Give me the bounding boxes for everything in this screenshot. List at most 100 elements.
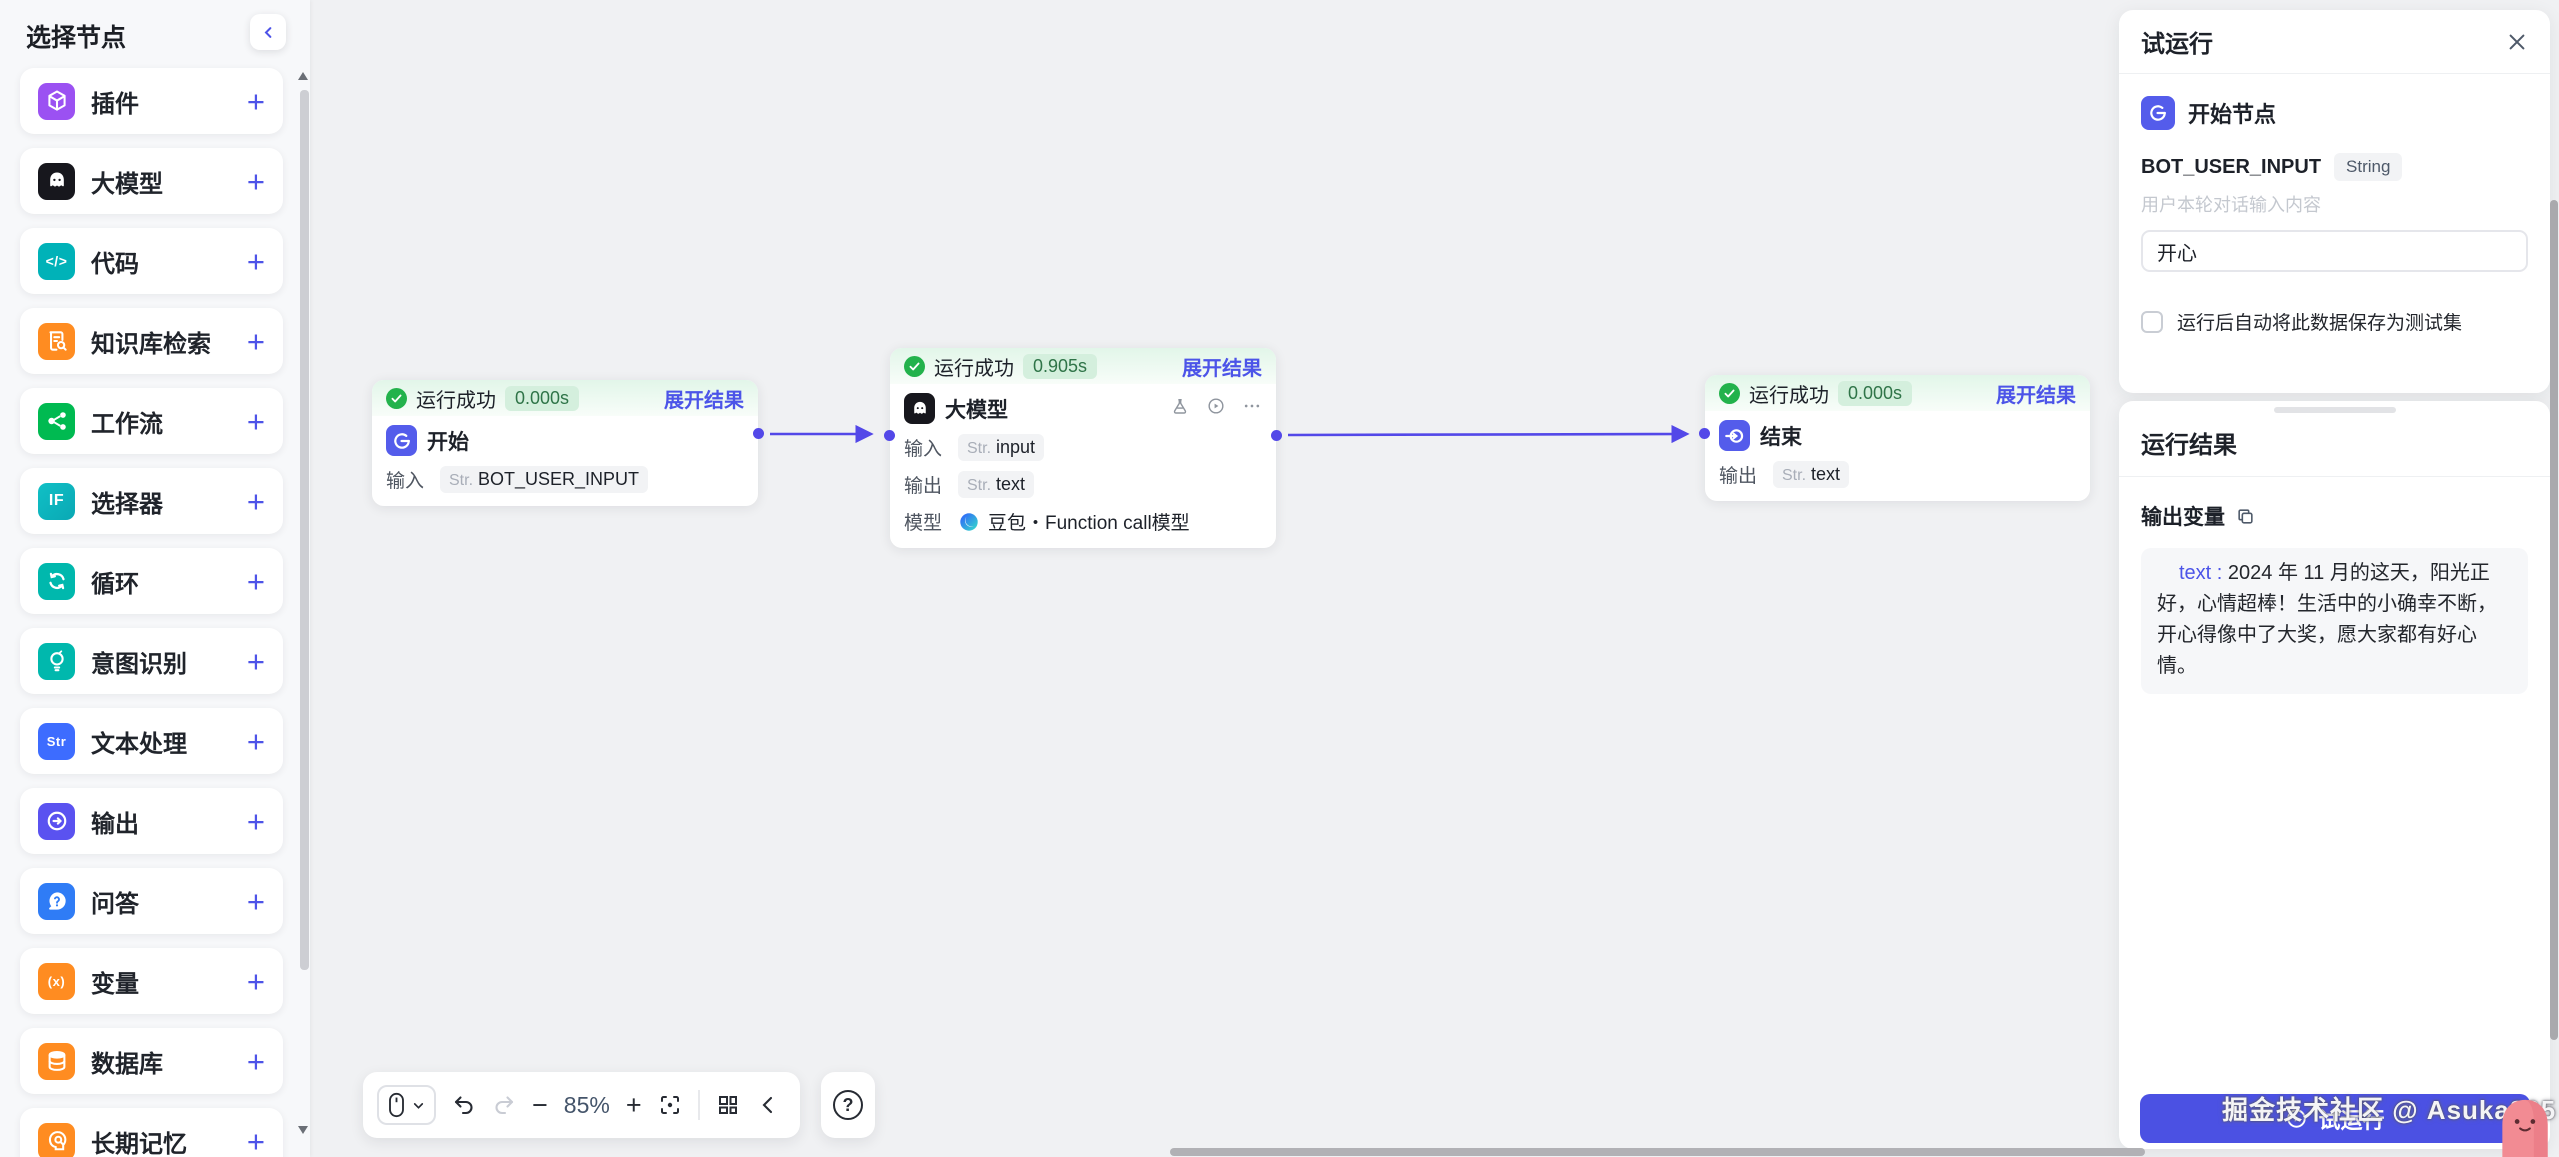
checkbox-label: 运行后自动将此数据保存为测试集 [2177,313,2463,334]
input-port[interactable] [884,430,895,441]
expand-result-link[interactable]: 展开结果 [1996,384,2076,407]
run-test-button[interactable]: 试运行 [2140,1094,2530,1143]
node-status-bar: 运行成功 0.000s 展开结果 [372,380,758,416]
node-end[interactable]: 运行成功 0.000s 展开结果 结束 输出 Str.text [1699,375,2090,501]
sidebar-item-variable[interactable]: (x) 变量 + [20,948,283,1014]
panel-resize-handle[interactable] [2273,407,2396,413]
end-node-icon [1719,420,1750,451]
success-check-icon [386,387,407,409]
close-icon[interactable] [2506,31,2528,53]
sidebar-item-knowledge[interactable]: 知识库检索 + [20,308,283,374]
add-node-button[interactable]: + [246,163,265,199]
sidebar-scroll-up[interactable] [298,72,308,80]
add-node-button[interactable]: + [246,1123,265,1157]
bot-user-input-field[interactable] [2141,230,2528,272]
result-text: 2024 年 11 月的这天，阳光正好，心情超棒！生活中的小确幸不断，开心得像中… [2157,562,2497,677]
model-name: 豆包・Function call模型 [988,513,1190,534]
start-node-icon [386,425,417,456]
chevron-left-icon [264,26,271,38]
zoom-out-button[interactable]: − [532,1089,548,1120]
add-node-button[interactable]: + [246,403,265,439]
sidebar-item-qa[interactable]: 问答 + [20,868,283,934]
add-node-button[interactable]: + [246,643,265,679]
io-row: 输出 Str.text [1719,461,2076,488]
run-status: 运行成功 [416,389,496,412]
add-node-button[interactable]: + [246,723,265,759]
add-node-button[interactable]: + [246,83,265,119]
node-llm[interactable]: 运行成功 0.905s 展开结果 大模型 输入 Str.input [884,348,1282,548]
panel-title: 试运行 [2141,31,2213,58]
sidebar-item-memory[interactable]: 长期记忆 + [20,1108,283,1157]
input-port[interactable] [1699,428,1710,439]
test-run-icon[interactable] [1170,396,1190,421]
test-run-panel: 试运行 开始节点 BOT_USER_INPUT String 用户本轮对话输入内… [2119,10,2550,393]
duration-badge: 0.000s [505,385,580,411]
play-circle-icon [2287,1109,2307,1128]
zoom-level[interactable]: 85% [563,1091,610,1118]
copy-icon[interactable] [2236,507,2255,526]
duration-badge: 0.905s [1023,353,1098,379]
duration-badge: 0.000s [1838,380,1913,406]
sidebar-item-workflow[interactable]: 工作流 + [20,388,283,454]
expand-result-link[interactable]: 展开结果 [664,389,744,412]
sidebar-item-loop[interactable]: 循环 + [20,548,283,614]
add-node-button[interactable]: + [246,563,265,599]
collapse-minimap-button[interactable] [756,1093,780,1117]
node-start[interactable]: 运行成功 0.000s 展开结果 开始 输入 Str.BOT_USER_INPU… [372,380,764,506]
variable-pill: Str.text [958,471,1035,498]
sidebar-scroll-down[interactable] [298,1126,308,1134]
success-check-icon [1719,382,1740,404]
sidebar-item-code[interactable]: </> 代码 + [20,228,283,294]
node-status-bar: 运行成功 0.905s 展开结果 [890,348,1276,384]
add-node-button[interactable]: + [246,963,265,999]
auto-layout-button[interactable] [716,1093,740,1117]
if-icon: IF [38,482,75,520]
memory-icon [38,1122,75,1157]
sidebar-item-text-process[interactable]: Str 文本处理 + [20,708,283,774]
plugin-icon [38,82,75,120]
edge-llm-to-end [1287,424,1690,444]
sidebar-item-plugin[interactable]: 插件 + [20,68,283,134]
page-horizontal-scrollbar[interactable] [1170,1148,2145,1156]
save-testset-checkbox[interactable] [2141,310,2163,333]
doubao-logo-icon [960,512,978,531]
redo-button[interactable] [492,1093,516,1117]
add-node-button[interactable]: + [246,883,265,919]
intent-icon [38,642,75,680]
sidebar-item-output[interactable]: 输出 + [20,788,283,854]
run-result-panel: 运行结果 输出变量 text : 2024 年 11 月的这天，阳光正好，心情超… [2119,401,2550,1149]
add-node-button[interactable]: + [246,803,265,839]
add-node-button[interactable]: + [246,243,265,279]
pointer-mode-button[interactable] [377,1085,436,1125]
add-node-button[interactable]: + [246,323,265,359]
zoom-in-button[interactable]: + [625,1089,642,1120]
run-status: 运行成功 [934,357,1014,380]
fit-view-button[interactable] [658,1093,682,1117]
help-button[interactable]: ? [821,1072,875,1138]
variable-pill: Str.BOT_USER_INPUT [440,466,649,493]
sidebar-scroll-thumb[interactable] [300,90,309,970]
node-body: 开始 输入 Str.BOT_USER_INPUT [372,416,758,506]
io-row: 输入 Str.input [904,434,1262,461]
expand-result-link[interactable]: 展开结果 [1182,357,1262,380]
more-icon[interactable] [1242,396,1262,421]
text-icon: Str [38,722,75,760]
output-icon [38,802,75,840]
sidebar-scrollbar[interactable] [300,66,309,1136]
add-node-button[interactable]: + [246,483,265,519]
node-actions [1170,396,1262,421]
undo-button[interactable] [452,1093,476,1117]
sidebar-item-selector[interactable]: IF 选择器 + [20,468,283,534]
page-vertical-scrollbar[interactable] [2550,200,2558,1040]
output-port[interactable] [753,428,764,439]
sidebar-item-database[interactable]: 数据库 + [20,1028,283,1094]
sidebar-collapse-button[interactable] [250,14,286,50]
sidebar-item-intent[interactable]: 意图识别 + [20,628,283,694]
play-icon[interactable] [1206,396,1226,421]
sidebar-item-llm[interactable]: 大模型 + [20,148,283,214]
output-port[interactable] [1271,430,1282,441]
workflow-icon [38,402,75,440]
add-node-button[interactable]: + [246,1043,265,1079]
type-badge: String [2334,153,2403,181]
